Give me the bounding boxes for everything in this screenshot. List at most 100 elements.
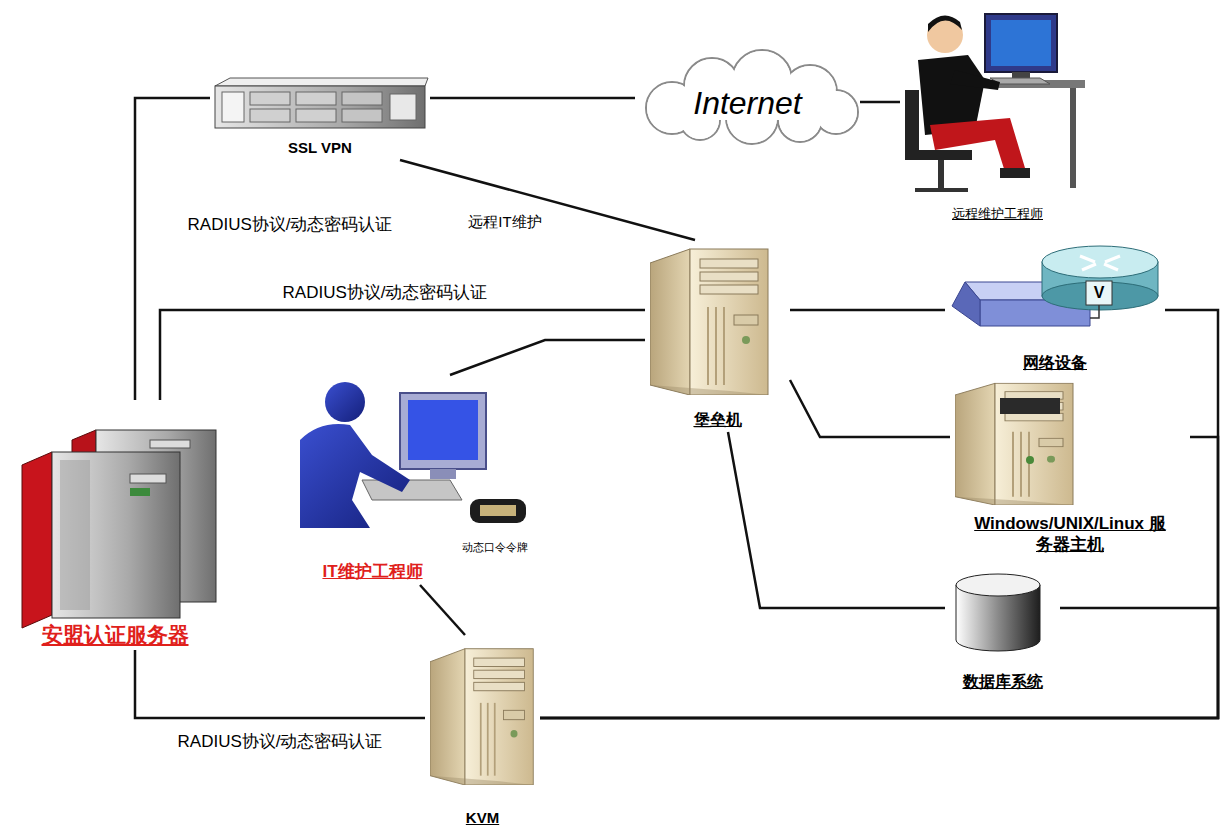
network-devices-figure xyxy=(952,282,980,326)
it-engineer-figure xyxy=(362,480,462,500)
device-mark: V xyxy=(1094,285,1105,301)
connector-line xyxy=(450,340,645,375)
vpn-device xyxy=(215,78,428,86)
server-host-figure xyxy=(955,383,1073,505)
it-engineer-figure xyxy=(300,424,410,528)
connector-line xyxy=(790,309,945,312)
device-label: SSL VPN xyxy=(288,139,352,157)
network-devices-figure xyxy=(952,246,1158,326)
person-node: 远程维护工程师 xyxy=(900,0,1095,225)
kvm-tower xyxy=(430,649,533,785)
remote-engineer-figure xyxy=(930,118,1025,172)
server-node: 堡垒机 xyxy=(645,240,790,432)
auth-servers-figure xyxy=(130,488,150,496)
vpn-device xyxy=(390,94,416,120)
database-figure xyxy=(956,574,1040,651)
device-label: 网络设备 xyxy=(1023,353,1087,372)
server-label: KVM xyxy=(466,809,499,827)
token-node: 动态口令令牌 xyxy=(458,495,532,557)
server-node: 安盟认证服务器 xyxy=(5,400,225,650)
remote-engineer-figure xyxy=(950,70,1000,90)
network-devices-figure xyxy=(1086,281,1112,305)
vpn-device xyxy=(215,78,428,128)
connector-line xyxy=(540,608,1218,718)
remote-engineer-figure xyxy=(938,160,944,188)
remote-engineer-figure xyxy=(905,90,919,160)
remote-engineer-figure xyxy=(905,14,1085,190)
connector-line xyxy=(420,585,465,635)
vpn-device xyxy=(222,92,244,122)
vpn-device xyxy=(250,92,290,105)
person-node: IT维护工程师 xyxy=(285,375,460,585)
token-figure xyxy=(480,505,516,516)
auth-servers-figure xyxy=(150,440,190,448)
connector-line xyxy=(540,437,1218,718)
it-engineer-figure xyxy=(300,382,486,528)
auth-servers-figure xyxy=(22,430,216,628)
token-label: 动态口令令牌 xyxy=(462,541,528,554)
database-label: 数据库系统 xyxy=(963,672,1043,691)
it-engineer-figure xyxy=(325,382,365,422)
person-label: IT维护工程师 xyxy=(322,562,422,582)
person-label: 远程维护工程师 xyxy=(952,206,1043,222)
remote-engineer-figure xyxy=(1000,168,1030,178)
remote-engineer-figure xyxy=(912,150,972,160)
vpn-device xyxy=(342,109,382,122)
device-node: SSL VPN xyxy=(210,80,430,160)
it-engineer-figure xyxy=(430,469,456,479)
database-node: 数据库系统 xyxy=(945,566,1060,694)
vpn-device xyxy=(296,92,336,105)
internet-cloud xyxy=(646,50,858,144)
connector-label: RADIUS协议/动态密码认证 xyxy=(280,283,491,303)
remote-engineer-figure xyxy=(915,188,968,192)
connector-label: RADIUS协议/动态密码认证 xyxy=(185,215,396,235)
connector-line xyxy=(540,310,1218,718)
cloud-label: Internet xyxy=(693,84,802,122)
connector-label: 远程IT维护 xyxy=(465,213,544,231)
auth-servers-figure xyxy=(52,452,180,618)
auth-servers-figure xyxy=(130,474,166,483)
connector-line xyxy=(135,98,210,400)
auth-servers-figure xyxy=(60,460,90,610)
server-label: Windows/UNIX/Linux 服务器主机 xyxy=(968,514,1173,555)
server-label: 安盟认证服务器 xyxy=(42,622,189,647)
remote-engineer-figure xyxy=(985,14,1057,72)
connector-label: RADIUS协议/动态密码认证 xyxy=(175,732,386,752)
server-label: 堡垒机 xyxy=(694,410,742,429)
connector-line xyxy=(790,380,950,437)
internet-cloud-fill xyxy=(647,51,857,143)
remote-engineer-figure xyxy=(991,20,1051,66)
network-devices-figure xyxy=(1080,256,1120,270)
connector-line xyxy=(728,432,945,608)
it-engineer-figure xyxy=(408,400,478,460)
bastion-tower xyxy=(650,249,768,395)
device-node: 网络设备 xyxy=(945,240,1165,375)
cloud-node: Internet xyxy=(635,68,860,138)
connector-line xyxy=(135,650,425,718)
vpn-device xyxy=(342,92,382,105)
token-figure xyxy=(470,499,526,523)
remote-engineer-figure xyxy=(1070,88,1076,188)
vpn-device xyxy=(215,86,425,128)
remote-engineer-figure xyxy=(928,15,962,32)
it-engineer-figure xyxy=(400,393,486,469)
network-devices-figure xyxy=(1042,246,1158,278)
token-figure xyxy=(470,499,526,523)
connector-line xyxy=(400,160,695,240)
network-devices-figure xyxy=(1042,282,1158,310)
server-node: KVM xyxy=(425,635,540,830)
connector-line xyxy=(430,97,635,100)
server-host-figure xyxy=(955,383,1073,505)
auth-servers-figure xyxy=(22,452,52,628)
server-host-figure xyxy=(1026,456,1034,464)
vpn-device xyxy=(296,109,336,122)
connector-line xyxy=(860,101,900,104)
server-host-figure xyxy=(1000,398,1060,414)
database-figure xyxy=(956,574,1040,596)
vpn-device xyxy=(250,109,290,122)
connector-line xyxy=(160,310,645,400)
server-node: Windows/UNIX/Linux 服务器主机 xyxy=(950,376,1190,558)
